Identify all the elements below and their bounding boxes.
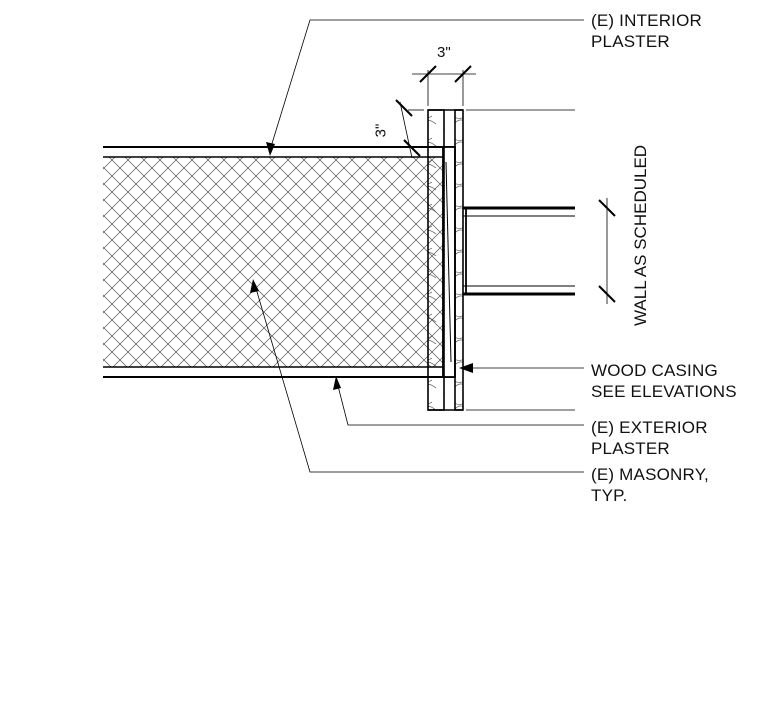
casing-projection-dimension: 3" — [372, 123, 390, 138]
wood-casing — [427, 109, 464, 411]
scheduled-wall — [463, 206, 575, 296]
exterior-plaster-label: (E) EXTERIOR PLASTER — [591, 418, 708, 458]
leader-arrowheads — [250, 142, 473, 390]
casing-width-dimension: 3" — [437, 44, 451, 61]
masonry-wall — [103, 146, 455, 378]
masonry-label: (E) MASONRY, TYP. — [591, 465, 709, 505]
wall-as-scheduled-label: WALL AS SCHEDULED — [631, 144, 650, 326]
wood-casing-label: WOOD CASING SEE ELEVATIONS — [591, 361, 737, 401]
leader-lines — [254, 19, 584, 473]
interior-plaster-label: (E) INTERIOR PLASTER — [591, 11, 703, 51]
dimension-lines — [395, 65, 616, 411]
